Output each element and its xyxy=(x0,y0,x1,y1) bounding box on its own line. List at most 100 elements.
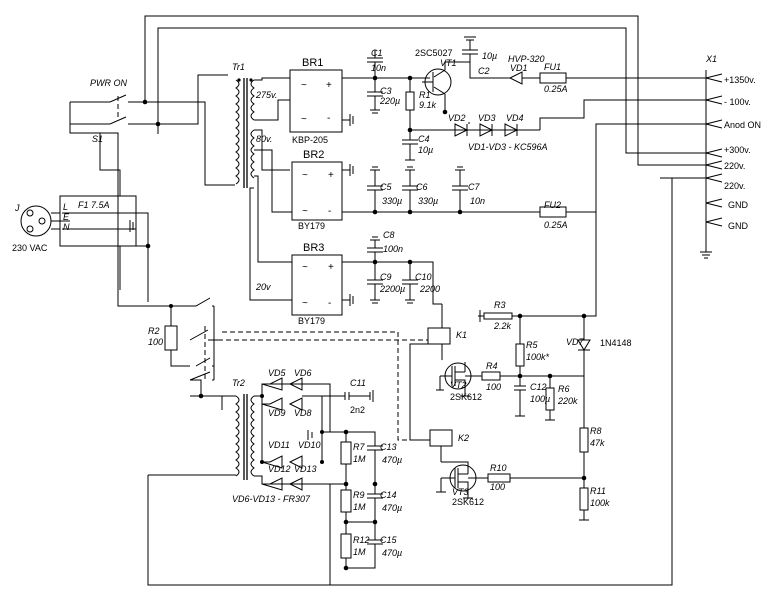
r7-label: R7 xyxy=(353,442,365,452)
r9-label: R9 xyxy=(353,490,365,500)
c5-value: 330µ xyxy=(382,196,402,206)
c14-label: C14 xyxy=(380,490,397,500)
vd5-label: VD5 xyxy=(268,368,287,378)
r3-label: R3 xyxy=(494,300,506,310)
r8-value: 47k xyxy=(590,438,605,448)
c1-value: 10n xyxy=(371,63,386,73)
transformer-tr1 xyxy=(235,77,292,301)
c8-label: C8 xyxy=(383,230,395,240)
c12-value: 100µ xyxy=(530,394,550,404)
bridge-br1: ~~ +- xyxy=(289,69,375,133)
x1-pin-1: +1350v. xyxy=(724,75,756,85)
c13-value: 470µ xyxy=(382,455,402,465)
vd13-label: VD13 xyxy=(294,464,317,474)
r6-label: R6 xyxy=(558,384,570,394)
c4-value: 10µ xyxy=(418,145,433,155)
vd12-label: VD12 xyxy=(268,464,291,474)
k2-label: K2 xyxy=(458,433,469,443)
c14-value: 470µ xyxy=(382,503,402,513)
c2-value: 10µ xyxy=(482,51,497,61)
divider-ladder xyxy=(329,429,383,585)
mains-j-label: J xyxy=(14,203,20,213)
r11-value: 100k xyxy=(590,498,610,508)
zener-chain xyxy=(454,99,706,137)
mains-l-label: L xyxy=(63,202,68,212)
br2-name: BR2 xyxy=(303,149,324,161)
pwr-on-label: PWR ON xyxy=(90,78,127,88)
r10-value: 100 xyxy=(490,482,505,492)
tr1-label: Tr1 xyxy=(232,62,245,72)
mains-connector xyxy=(20,133,151,302)
fuse-f1-label: F1 7.5A xyxy=(78,200,110,210)
r3-value: 2.2k xyxy=(493,321,512,331)
vt3-label: VT3 xyxy=(452,487,469,497)
k1-label: K1 xyxy=(456,330,467,340)
vt2-label: VT2 xyxy=(450,380,467,390)
vd4-label: VD4 xyxy=(506,113,524,123)
tr2-label: Tr2 xyxy=(232,378,245,388)
x1-pin-3: Anod ON xyxy=(724,120,761,130)
fu2-label: FU2 xyxy=(544,200,561,210)
r2-label: R2 xyxy=(148,326,160,336)
vd3-label: VD3 xyxy=(478,113,496,123)
c2-label: C2 xyxy=(478,66,490,76)
c7-value: 10n xyxy=(470,196,485,206)
r4-label: R4 xyxy=(486,361,498,371)
fu2-value: 0.25A xyxy=(544,220,568,230)
r2-value: 100 xyxy=(148,337,163,347)
c6-label: C6 xyxy=(416,182,428,192)
c15-label: C15 xyxy=(380,535,398,545)
c3-label: C3 xyxy=(380,86,392,96)
x1-pin-4: +300v. xyxy=(724,145,751,155)
svg-text:+: + xyxy=(328,262,334,273)
vd6-label: VD6 xyxy=(294,368,312,378)
vt2-part: 2SK612 xyxy=(450,392,482,402)
br1-part: KBP-205 xyxy=(292,135,328,145)
vt1-label: VT1 xyxy=(440,58,457,68)
r4-value: 100 xyxy=(486,382,501,392)
x1-pin-6: 220v. xyxy=(724,181,745,191)
svg-text:~: ~ xyxy=(301,80,307,91)
c7-label: C7 xyxy=(468,182,480,192)
c6-value: 330µ xyxy=(418,196,438,206)
svg-text:-: - xyxy=(328,298,331,309)
r11-label: R11 xyxy=(590,486,606,496)
r5-label: R5 xyxy=(526,340,538,350)
br3-name: BR3 xyxy=(303,242,324,254)
vd-note2: VD6-VD13 - FR307 xyxy=(232,494,311,504)
connector-x1 xyxy=(660,70,723,259)
svg-text:-: - xyxy=(328,206,331,217)
s1-label: S1 xyxy=(92,134,103,144)
hv-regulator xyxy=(367,36,706,161)
r8-label: R8 xyxy=(590,426,602,436)
br1-name: BR1 xyxy=(302,57,323,69)
vd7-label: VD7 xyxy=(566,337,585,347)
vd11-label: VD11 xyxy=(268,440,290,450)
svg-text:~: ~ xyxy=(302,262,308,273)
vd8-label: VD8 xyxy=(294,408,312,418)
c9-value: 2200µ xyxy=(379,284,405,294)
svg-text:~: ~ xyxy=(302,170,308,181)
mains-n-label: N xyxy=(63,222,70,232)
c13-label: C13 xyxy=(380,442,397,452)
vd7-part: 1N4148 xyxy=(600,338,632,348)
x1-pin-7: GND xyxy=(728,200,749,210)
c3-value: 220µ xyxy=(379,96,400,106)
r7-value: 1M xyxy=(353,454,366,464)
r5-value: 100k* xyxy=(526,352,550,362)
r1-value: 9.1k xyxy=(419,100,437,110)
vd9-label: VD9 xyxy=(268,408,286,418)
br2-part: BY179 xyxy=(298,221,325,231)
vt3-part: 2SK612 xyxy=(452,497,484,507)
vd2-label: VD2 xyxy=(448,113,466,123)
c8-value: 100n xyxy=(383,244,403,254)
tr1-275v-label: 275v. xyxy=(255,90,277,100)
svg-text:~: ~ xyxy=(301,114,307,125)
c15-value: 470µ xyxy=(382,548,402,558)
mains-e-label: E xyxy=(63,212,70,222)
x1-label: X1 xyxy=(705,54,717,64)
c5-label: C5 xyxy=(380,182,392,192)
fu1-label: FU1 xyxy=(544,62,561,72)
c9-label: C9 xyxy=(380,272,392,282)
